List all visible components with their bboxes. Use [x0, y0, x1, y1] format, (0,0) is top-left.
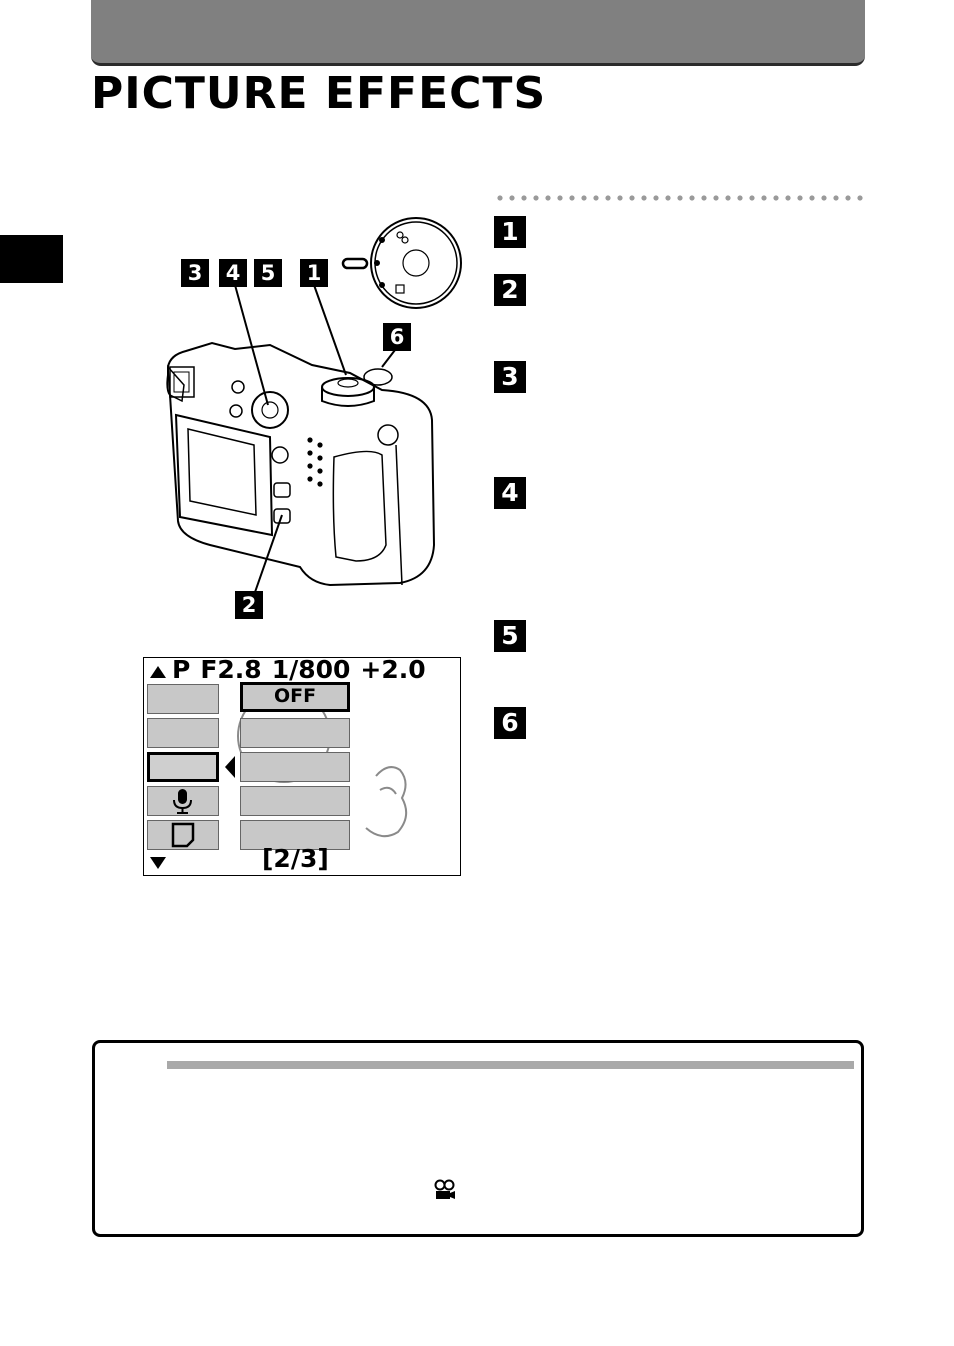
page-title: PICTURE EFFECTS — [91, 68, 547, 119]
note-header-bar — [167, 1061, 854, 1069]
option-3[interactable] — [240, 752, 350, 782]
option-5[interactable] — [240, 820, 350, 850]
callout-3: 3 — [181, 259, 209, 287]
up-arrow-icon — [150, 666, 166, 678]
aperture-value: F2.8 — [200, 657, 262, 684]
chapter-tab — [0, 235, 63, 283]
callout-4: 4 — [219, 259, 247, 287]
menu-item-selected[interactable] — [147, 752, 219, 782]
header-band — [91, 0, 865, 66]
menu-item-sound[interactable] — [147, 786, 219, 816]
step-5-marker: 5 — [494, 620, 526, 652]
menu-item-card[interactable] — [147, 820, 219, 850]
page-indicator: [2/3] — [262, 844, 329, 873]
menu-item-2[interactable] — [147, 718, 219, 748]
exposure-value: +2.0 — [360, 657, 426, 684]
down-arrow-icon — [150, 857, 166, 869]
callout-1: 1 — [300, 259, 328, 287]
step-4-marker: 4 — [494, 477, 526, 509]
left-arrow-icon — [225, 756, 235, 778]
mode-label: P — [172, 657, 191, 684]
step-6-marker: 6 — [494, 707, 526, 739]
dotted-divider — [494, 194, 866, 202]
option-2[interactable] — [240, 718, 350, 748]
shutter-value: 1/800 — [271, 657, 351, 684]
step-2-marker: 2 — [494, 274, 526, 306]
movie-camera-icon — [434, 1179, 455, 1199]
camera-illustration — [166, 217, 462, 595]
lcd-menu-screen: P F2.8 1/800 +2.0 OFF [2/3] — [143, 657, 461, 876]
callout-5: 5 — [254, 259, 282, 287]
exposure-info: P F2.8 1/800 +2.0 — [172, 657, 436, 685]
memory-card-icon — [171, 822, 195, 848]
step-1-marker: 1 — [494, 216, 526, 248]
option-off[interactable]: OFF — [240, 682, 350, 712]
note-box — [92, 1040, 864, 1237]
callout-2: 2 — [235, 591, 263, 619]
callout-6: 6 — [383, 323, 411, 351]
menu-item-1[interactable] — [147, 684, 219, 714]
option-4[interactable] — [240, 786, 350, 816]
step-3-marker: 3 — [494, 361, 526, 393]
microphone-icon — [173, 789, 192, 814]
